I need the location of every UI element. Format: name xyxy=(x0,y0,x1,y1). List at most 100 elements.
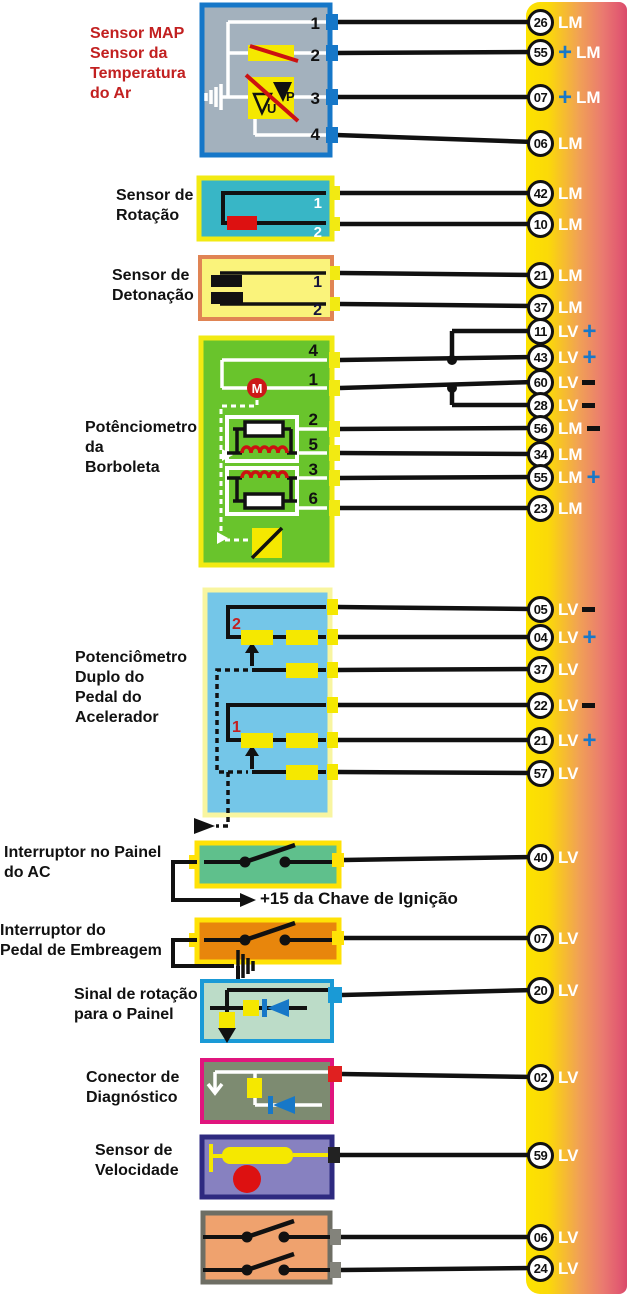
map-pin-tabs xyxy=(326,14,338,143)
wiper-arrow-icon xyxy=(245,745,259,756)
pedal-track-1: 1 xyxy=(232,719,241,736)
map-pin-1: 1 xyxy=(311,14,320,33)
throttle-pin-tabs xyxy=(329,352,340,516)
pin-badge: 24 xyxy=(527,1255,554,1282)
coil-icon xyxy=(240,445,289,454)
throttle-pin-2: 2 xyxy=(309,410,318,429)
pin-badge: 23 xyxy=(527,495,554,522)
ignition-feed-wire xyxy=(171,860,240,902)
pin-badge: 26 xyxy=(527,9,554,36)
pin-badge: 37 xyxy=(527,294,554,321)
map-pin-3: 3 xyxy=(311,89,320,108)
plus-icon: + xyxy=(582,726,597,754)
double-switch-box xyxy=(200,1210,341,1285)
knock-pin-1: 1 xyxy=(313,274,322,291)
throttle-pin-4: 4 xyxy=(309,341,319,360)
arrow-down-icon xyxy=(206,1082,224,1096)
pin-badge: 10 xyxy=(527,211,554,238)
rotation-sensor-box: 1 2 xyxy=(196,175,340,242)
harness-label: LM xyxy=(558,298,583,317)
harness-label: LM xyxy=(558,499,583,518)
piezo-element-icon xyxy=(211,292,243,304)
map-p-label: P xyxy=(286,89,295,104)
external-arrow-icon xyxy=(194,818,215,834)
harness-label: LV xyxy=(558,764,579,783)
rotation-pin-1: 1 xyxy=(314,195,322,212)
harness-label: LM xyxy=(558,184,583,203)
air-temp-sensor-icon xyxy=(248,44,299,63)
wires xyxy=(335,19,535,1273)
minus-icon: − xyxy=(582,607,596,612)
wiper-dashed-path xyxy=(219,400,259,542)
harness-label: LM xyxy=(558,445,583,464)
pin-badge: 55 xyxy=(527,464,554,491)
pedal-pin-tabs xyxy=(327,599,338,780)
harness-label: LV xyxy=(558,660,579,679)
pin-badge: 04 xyxy=(527,624,554,651)
throttle-valve-icon xyxy=(250,526,284,560)
pin-badge: 20 xyxy=(527,977,554,1004)
rpm-signal-label: Sinal de rotação para o Painel xyxy=(74,986,198,1023)
pedal-potentiometer-box: 2 1 xyxy=(194,587,338,834)
pin-badge: 28 xyxy=(527,392,554,419)
rotation-sensor-label: Sensor de Rotação xyxy=(116,187,194,224)
harness-label: LV xyxy=(558,1259,579,1278)
arrow-down-icon xyxy=(218,1028,236,1043)
minus-icon: − xyxy=(582,380,596,385)
throttle-pot-label: Potênciometro da Borboleta xyxy=(85,419,198,476)
plus-icon: + xyxy=(558,38,573,66)
knock-pin-tabs xyxy=(330,266,340,311)
pin-badge: 59 xyxy=(527,1142,554,1169)
harness-label: LV xyxy=(558,600,579,619)
pin-badge: 02 xyxy=(527,1064,554,1091)
speed-sensor-element-icon xyxy=(222,1147,293,1164)
wiper-arrow-icon xyxy=(245,642,259,653)
harness-label: LM xyxy=(558,134,583,153)
knock-sensor-box: 1 2 xyxy=(198,255,340,321)
pin-badge: 55 xyxy=(527,39,554,66)
harness-label: LM xyxy=(558,13,583,32)
harness-label: LV xyxy=(558,1068,579,1087)
pin-badge: 21 xyxy=(527,727,554,754)
wiper-dashed-path xyxy=(215,668,248,828)
speed-pin-tab xyxy=(328,1147,340,1163)
switch-lever-icon xyxy=(244,920,296,943)
magnet-icon xyxy=(233,1165,261,1193)
wiper-arrow-icon xyxy=(222,449,233,461)
ac-switch-label: Interruptor no Painel do AC xyxy=(4,844,162,881)
harness-label: LM xyxy=(558,468,583,487)
harness-label: LV xyxy=(558,396,579,415)
ground-icon xyxy=(204,84,223,110)
switch-lever-icon xyxy=(246,1218,295,1240)
harness-label: LM xyxy=(576,43,601,62)
diagnostic-label: Conector de Diagnóstico xyxy=(86,1069,180,1106)
pedal-pot-label: Potenciômetro Duplo do Pedal do Acelerad… xyxy=(75,649,188,726)
speed-sensor-label: Sensor de Velocidade xyxy=(95,1142,179,1179)
harness-label: LV xyxy=(558,1146,579,1165)
harness-label: LV xyxy=(558,1228,579,1247)
plus-icon: + xyxy=(586,463,601,491)
knock-pin-2: 2 xyxy=(313,302,322,319)
pin-badge: 06 xyxy=(527,130,554,157)
map-sensor-box: U P 1 2 3 4 xyxy=(199,2,338,158)
diode-icon xyxy=(262,999,289,1017)
pedal-track-2: 2 xyxy=(232,616,241,633)
harness-label: LM xyxy=(558,266,583,285)
rpm-pin-tab xyxy=(328,987,342,1003)
clutch-switch-label: Interruptor do Pedal de Embreagem xyxy=(0,922,162,959)
rpm-signal-box xyxy=(200,979,342,1043)
clutch-switch-box xyxy=(171,917,344,990)
